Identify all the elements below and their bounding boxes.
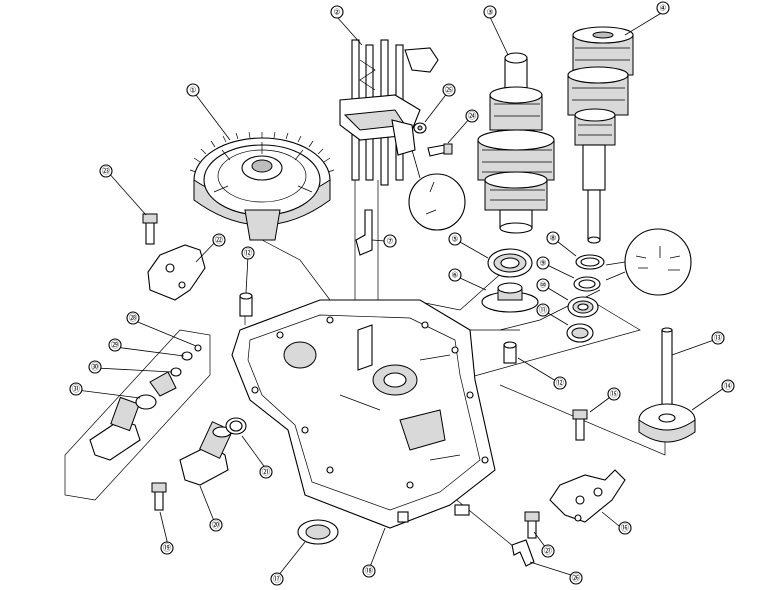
svg-text:⑧: ⑧ bbox=[549, 234, 556, 243]
callout-16: ⑯ bbox=[618, 521, 632, 535]
callout-10: ⑩ bbox=[536, 278, 550, 292]
svg-text:⑮: ⑮ bbox=[610, 390, 618, 399]
shift-washer bbox=[413, 122, 427, 134]
sensor-bolt bbox=[151, 482, 167, 511]
svg-text:㉗: ㉗ bbox=[544, 547, 552, 556]
callout-23: ㉓ bbox=[99, 164, 113, 178]
svg-text:⑳: ⑳ bbox=[212, 521, 220, 530]
mount-bolt-left bbox=[142, 213, 158, 245]
callouts: ① ② ③ ④ ⑤ ⑥ ⑦ ⑧ ⑨ ⑩ ⑪ ⑫ ⑫ ⑬ ⑭ ⑮ ⑯ ⑰ ⑱ ⑲ … bbox=[69, 1, 735, 586]
svg-text:⑨: ⑨ bbox=[539, 259, 546, 268]
mainshaft bbox=[567, 26, 634, 244]
svg-text:⑦: ⑦ bbox=[386, 237, 393, 246]
callout-4: ④ bbox=[656, 1, 670, 15]
callout-25: ㉕ bbox=[442, 83, 456, 97]
callout-17: ⑰ bbox=[270, 572, 284, 586]
countershaft-bearing-seat bbox=[481, 282, 539, 313]
svg-text:⑲: ⑲ bbox=[163, 544, 171, 553]
callout-11: ⑪ bbox=[536, 303, 550, 317]
bracket-clip bbox=[511, 539, 535, 567]
callout-31: ㉛ bbox=[69, 382, 83, 396]
callout-leaders bbox=[76, 11, 725, 577]
svg-text:㉛: ㉛ bbox=[72, 385, 80, 394]
svg-text:⑫: ⑫ bbox=[244, 249, 252, 258]
svg-text:㉑: ㉑ bbox=[262, 468, 270, 477]
detail-circle-left bbox=[408, 149, 466, 231]
callout-20: ⑳ bbox=[209, 518, 223, 532]
bracket-bolt-right bbox=[572, 409, 588, 441]
differential-ring-gear bbox=[189, 131, 335, 241]
mainshaft-bearing bbox=[567, 296, 599, 318]
bracket-bolt-lower bbox=[524, 511, 540, 539]
callout-27: ㉗ bbox=[541, 544, 555, 558]
svg-text:㉔: ㉔ bbox=[468, 112, 476, 121]
svg-text:⑭: ⑭ bbox=[724, 382, 732, 391]
detail-circle-right bbox=[605, 228, 692, 296]
svg-text:㉙: ㉙ bbox=[111, 341, 119, 350]
countershaft-bearing bbox=[487, 248, 533, 278]
callout-21: ㉑ bbox=[259, 465, 273, 479]
shift-fork-assembly bbox=[339, 39, 439, 186]
callout-13: ⑬ bbox=[711, 331, 725, 345]
svg-text:③: ③ bbox=[486, 8, 493, 17]
svg-text:㉚: ㉚ bbox=[91, 363, 99, 372]
sensor-o-ring bbox=[225, 417, 247, 435]
svg-text:⑤: ⑤ bbox=[451, 235, 458, 244]
callout-30: ㉚ bbox=[88, 360, 102, 374]
callout-14: ⑭ bbox=[721, 379, 735, 393]
mainshaft-washer bbox=[573, 276, 601, 292]
svg-text:㉖: ㉖ bbox=[572, 574, 580, 583]
svg-text:㉕: ㉕ bbox=[445, 86, 453, 95]
svg-text:⑪: ⑪ bbox=[539, 306, 547, 315]
svg-text:⑬: ⑬ bbox=[714, 334, 722, 343]
callout-12b: ⑫ bbox=[553, 376, 567, 390]
callout-15: ⑮ bbox=[607, 387, 621, 401]
svg-text:⑩: ⑩ bbox=[539, 281, 546, 290]
shift-arm-bracket bbox=[549, 469, 626, 523]
mainshaft-oil-seal bbox=[566, 323, 594, 343]
callout-5: ⑤ bbox=[448, 232, 462, 246]
callout-6: ⑥ bbox=[448, 268, 462, 282]
callout-9: ⑨ bbox=[536, 256, 550, 270]
callout-19: ⑲ bbox=[160, 541, 174, 555]
transmission-case bbox=[231, 299, 496, 529]
svg-text:⑯: ⑯ bbox=[621, 524, 629, 533]
callout-8: ⑧ bbox=[546, 231, 560, 245]
svg-text:㉒: ㉒ bbox=[215, 236, 223, 245]
reverse-idler-gear bbox=[638, 403, 696, 443]
mount-bracket-left bbox=[147, 244, 206, 301]
svg-text:㉘: ㉘ bbox=[129, 314, 137, 323]
shift-lever bbox=[355, 209, 373, 256]
callout-12a: ⑫ bbox=[241, 246, 255, 260]
svg-text:⑱: ⑱ bbox=[365, 567, 373, 576]
svg-text:②: ② bbox=[333, 8, 340, 17]
callout-24: ㉔ bbox=[465, 109, 479, 123]
svg-text:①: ① bbox=[189, 86, 196, 95]
callout-2: ② bbox=[330, 5, 344, 19]
speed-sensor bbox=[179, 421, 233, 486]
shift-bolt bbox=[427, 143, 453, 157]
svg-text:⑫: ⑫ bbox=[556, 379, 564, 388]
svg-text:⑰: ⑰ bbox=[273, 575, 281, 584]
callout-22: ㉒ bbox=[212, 233, 226, 247]
svg-text:⑥: ⑥ bbox=[451, 271, 458, 280]
countershaft bbox=[477, 52, 555, 234]
mainshaft-shim bbox=[575, 254, 605, 270]
dowel-pin-right bbox=[503, 341, 517, 364]
callout-29: ㉙ bbox=[108, 338, 122, 352]
speedometer-drive-group bbox=[64, 329, 211, 501]
callout-26: ㉖ bbox=[569, 571, 583, 585]
callout-1: ① bbox=[186, 83, 200, 97]
callout-18: ⑱ bbox=[362, 564, 376, 578]
callout-7: ⑦ bbox=[383, 234, 397, 248]
callout-28: ㉘ bbox=[126, 311, 140, 325]
oil-seal-bottom bbox=[297, 519, 339, 545]
svg-text:④: ④ bbox=[659, 4, 666, 13]
svg-text:㉓: ㉓ bbox=[102, 167, 110, 176]
dowel-pin-left bbox=[239, 292, 253, 317]
callout-3: ③ bbox=[483, 5, 497, 19]
